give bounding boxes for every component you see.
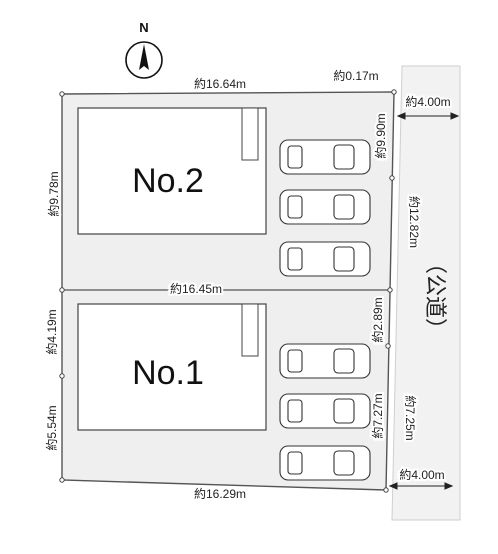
dim-lot1-right-lower: 約7.27m	[370, 393, 385, 438]
car-icon	[279, 241, 371, 277]
north-label: N	[139, 20, 148, 35]
building-no2-porch	[241, 107, 259, 161]
dim-lot2-right-upper: 約9.90m	[373, 113, 388, 158]
north-arrow-icon: N	[125, 20, 163, 79]
dim-frontage-total: 約12.82m	[407, 196, 422, 248]
lot-no1-label: No.1	[132, 354, 204, 392]
dim-lot1-right-upper: 約2.89m	[370, 297, 385, 342]
dim-lot2-top: 約16.64m	[194, 76, 246, 91]
dim-road-width-top: 約4.00m	[405, 94, 450, 109]
dim-lot1-bottom: 約16.29m	[194, 486, 246, 501]
car-icon	[279, 343, 371, 379]
dim-boundary-middle: 約16.45m	[170, 281, 222, 296]
car-icon	[279, 139, 371, 175]
dim-frontage-lot1: 約7.25m	[403, 395, 418, 440]
dim-lot2-left: 約9.78m	[46, 171, 61, 216]
boundary-markers	[59, 89, 397, 493]
road-label: （公道）	[422, 252, 447, 340]
building-no1	[77, 303, 267, 431]
car-icon	[279, 189, 371, 225]
dim-lot1-left-lower: 約5.54m	[44, 405, 59, 450]
car-icon	[279, 393, 371, 429]
dim-top-right-gap: 約0.17m	[333, 68, 378, 83]
car-icon	[279, 445, 371, 481]
lot-no2-label: No.2	[132, 162, 204, 200]
road-width-arrows	[388, 112, 460, 490]
building-no1-porch	[241, 303, 259, 357]
building-no2	[77, 107, 267, 235]
parking-space-icons	[279, 139, 371, 481]
dim-lot1-left-upper: 約4.19m	[44, 309, 59, 354]
public-road-area	[391, 65, 461, 521]
dim-road-width-bottom: 約4.00m	[399, 467, 444, 482]
